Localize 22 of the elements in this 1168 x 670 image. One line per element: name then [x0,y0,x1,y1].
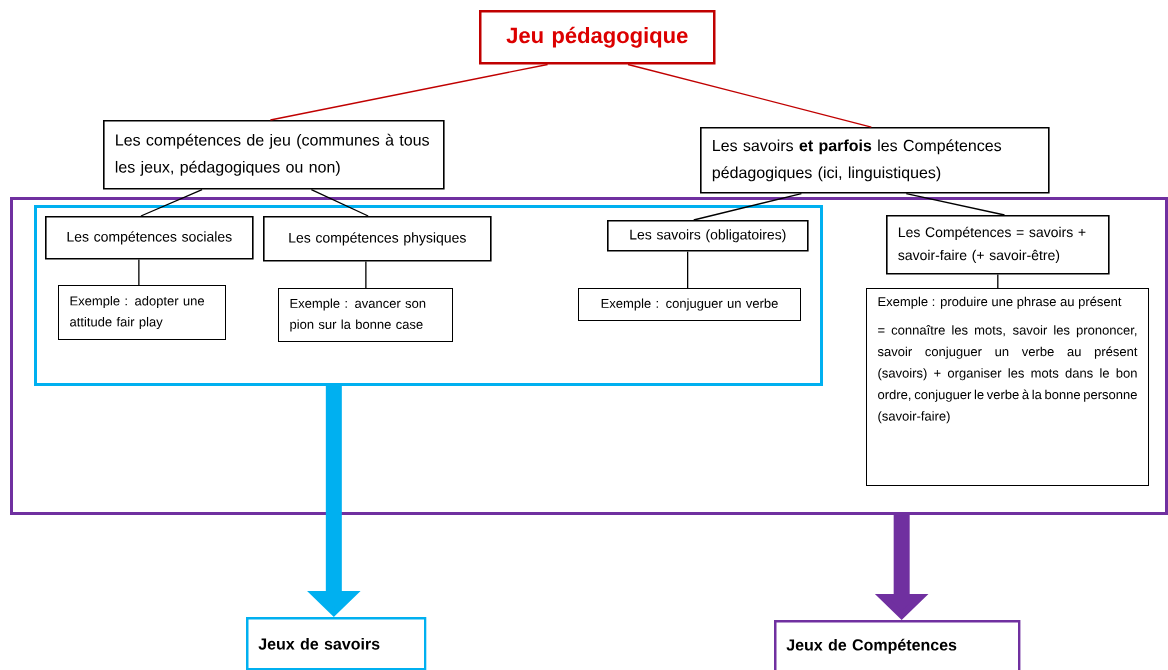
category-box: Les compétences de jeu (communes à tous les jeux, pédagogiques ou non) [103,120,445,190]
result-box: Jeux de savoirs [246,617,427,670]
connector-line [310,188,369,217]
category-box: Les Compétences = savoirs + savoir-faire (+ savoir-être) [886,215,1110,275]
category-box: Les savoirs et parfois les Compétences pédagogiques (ici, linguistiques) [700,127,1050,194]
example-box: Exemple : produire une phrase au présent = connaître les mots, savoir les prononcer, savoir conjuguer un verbe au présent (savoirs) + organiser les mots dans le bon ordre, conjuguer le verbe à la bonne personne (savoir-faire) [866,288,1149,486]
example-box: Exemple : conjuguer un verbe [578,288,801,321]
connector-line [365,260,367,289]
category-box: Les compétences physiques [263,216,492,262]
group-frame [10,197,1168,515]
example-box: Exemple : adopter une attitude fair play [58,285,226,340]
connector-line [269,63,549,121]
connector-line [687,250,689,289]
connector-line [627,63,872,128]
connector-line [997,273,999,289]
title-box: Jeu pédagogique [479,10,716,65]
example-box: Exemple : avancer son pion sur la bonne case [278,288,453,342]
result-box: Jeux de Compétences [774,620,1021,670]
group-frame [34,205,823,386]
category-box: Les savoirs (obligatoires) [607,220,809,252]
connector-line [138,258,140,286]
category-box: Les compétences sociales [45,216,254,260]
